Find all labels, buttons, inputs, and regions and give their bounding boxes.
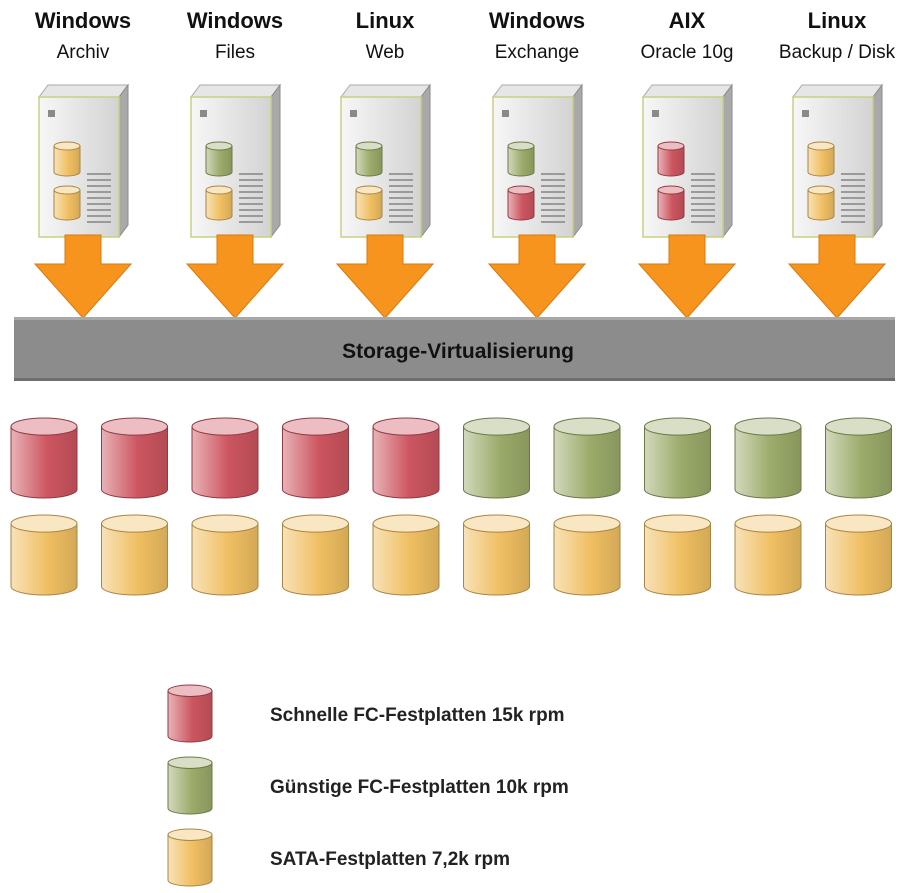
storage-disk-icon [101, 417, 168, 499]
virtualization-band-top-edge [14, 317, 895, 320]
storage-disk-icon [644, 514, 711, 596]
legend-item: Schnelle FC-Festplatten 15k rpm [167, 684, 565, 743]
legend-item: Günstige FC-Festplatten 10k rpm [167, 756, 569, 815]
server-tower-icon [38, 83, 129, 239]
storage-disk-icon [553, 514, 621, 596]
storage-disk-icon [10, 514, 78, 596]
legend-item: SATA-Festplatten 7,2k rpm [167, 828, 510, 887]
server-tower-icon [340, 83, 431, 239]
legend: Schnelle FC-Festplatten 15k rpmGünstige … [167, 684, 569, 887]
server-disk-icon [355, 185, 383, 221]
server-disk-icon [205, 185, 233, 221]
virtualization-band-bottom-edge [14, 378, 895, 381]
server-role-label: Exchange [495, 42, 580, 63]
server-role-label: Oracle 10g [641, 42, 734, 63]
legend-label: Günstige FC-Festplatten 10k rpm [270, 777, 569, 798]
legend-disk-icon [167, 756, 213, 815]
storage-disk-icon [825, 417, 892, 499]
storage-disk-icon [10, 417, 78, 499]
server-os-label: Windows [489, 8, 585, 33]
server-disk-icon [53, 185, 81, 221]
server-role-label: Backup / Disk [779, 42, 896, 63]
server-tower-icon [190, 83, 281, 239]
storage-disk-icon [191, 417, 259, 499]
server-disk-icon [657, 141, 685, 177]
server-disk-icon [507, 185, 535, 221]
down-arrow-icon [33, 234, 133, 319]
server-os-label: Windows [35, 8, 131, 33]
server-os-label: Linux [356, 8, 415, 33]
server-role-label: Files [215, 42, 255, 63]
down-arrow-icon [185, 234, 285, 319]
storage-disk-icon [463, 417, 530, 499]
legend-disk-icon [167, 684, 213, 743]
server-role-label: Web [366, 42, 405, 63]
storage-disk-icon [282, 417, 349, 499]
server-tower-icon [792, 83, 883, 239]
storage-disk-icon [644, 417, 711, 499]
server-tower-icon [642, 83, 733, 239]
storage-disk-icon [734, 514, 802, 596]
server-os-label: Linux [808, 8, 867, 33]
down-arrow-icon [487, 234, 587, 319]
virtualization-band-shape [14, 317, 895, 381]
disk-pool [10, 417, 892, 596]
server-os-label: AIX [669, 8, 706, 33]
server-tower-icon [492, 83, 583, 239]
server-disk-icon [355, 141, 383, 177]
arrows [33, 234, 887, 319]
server-disk-icon [807, 185, 835, 221]
virtualization-label: Storage-Virtualisierung [342, 340, 574, 363]
server-disk-icon [53, 141, 81, 177]
storage-disk-icon [101, 514, 168, 596]
storage-disk-icon [191, 514, 259, 596]
storage-disk-icon [734, 417, 802, 499]
legend-label: Schnelle FC-Festplatten 15k rpm [270, 705, 565, 726]
server-disk-icon [507, 141, 535, 177]
virtualization-band: Storage-Virtualisierung [14, 317, 895, 381]
down-arrow-icon [335, 234, 435, 319]
down-arrow-icon [787, 234, 887, 319]
server-disk-icon [205, 141, 233, 177]
server-disk-icon [657, 185, 685, 221]
server-5: AIX Oracle 10g [641, 8, 734, 239]
legend-disk-icon [167, 828, 213, 887]
servers: WindowsArchivWindowsFilesLinuxWebWindows… [35, 8, 896, 239]
storage-disk-icon [372, 514, 440, 596]
server-role-label: Archiv [57, 42, 110, 63]
down-arrow-icon [637, 234, 737, 319]
server-os-label: Windows [187, 8, 283, 33]
server-disk-icon [807, 141, 835, 177]
legend-label: SATA-Festplatten 7,2k rpm [270, 849, 510, 870]
storage-disk-icon [463, 514, 530, 596]
storage-disk-icon [553, 417, 621, 499]
storage-disk-icon [825, 514, 892, 596]
storage-disk-icon [282, 514, 349, 596]
storage-disk-icon [372, 417, 440, 499]
